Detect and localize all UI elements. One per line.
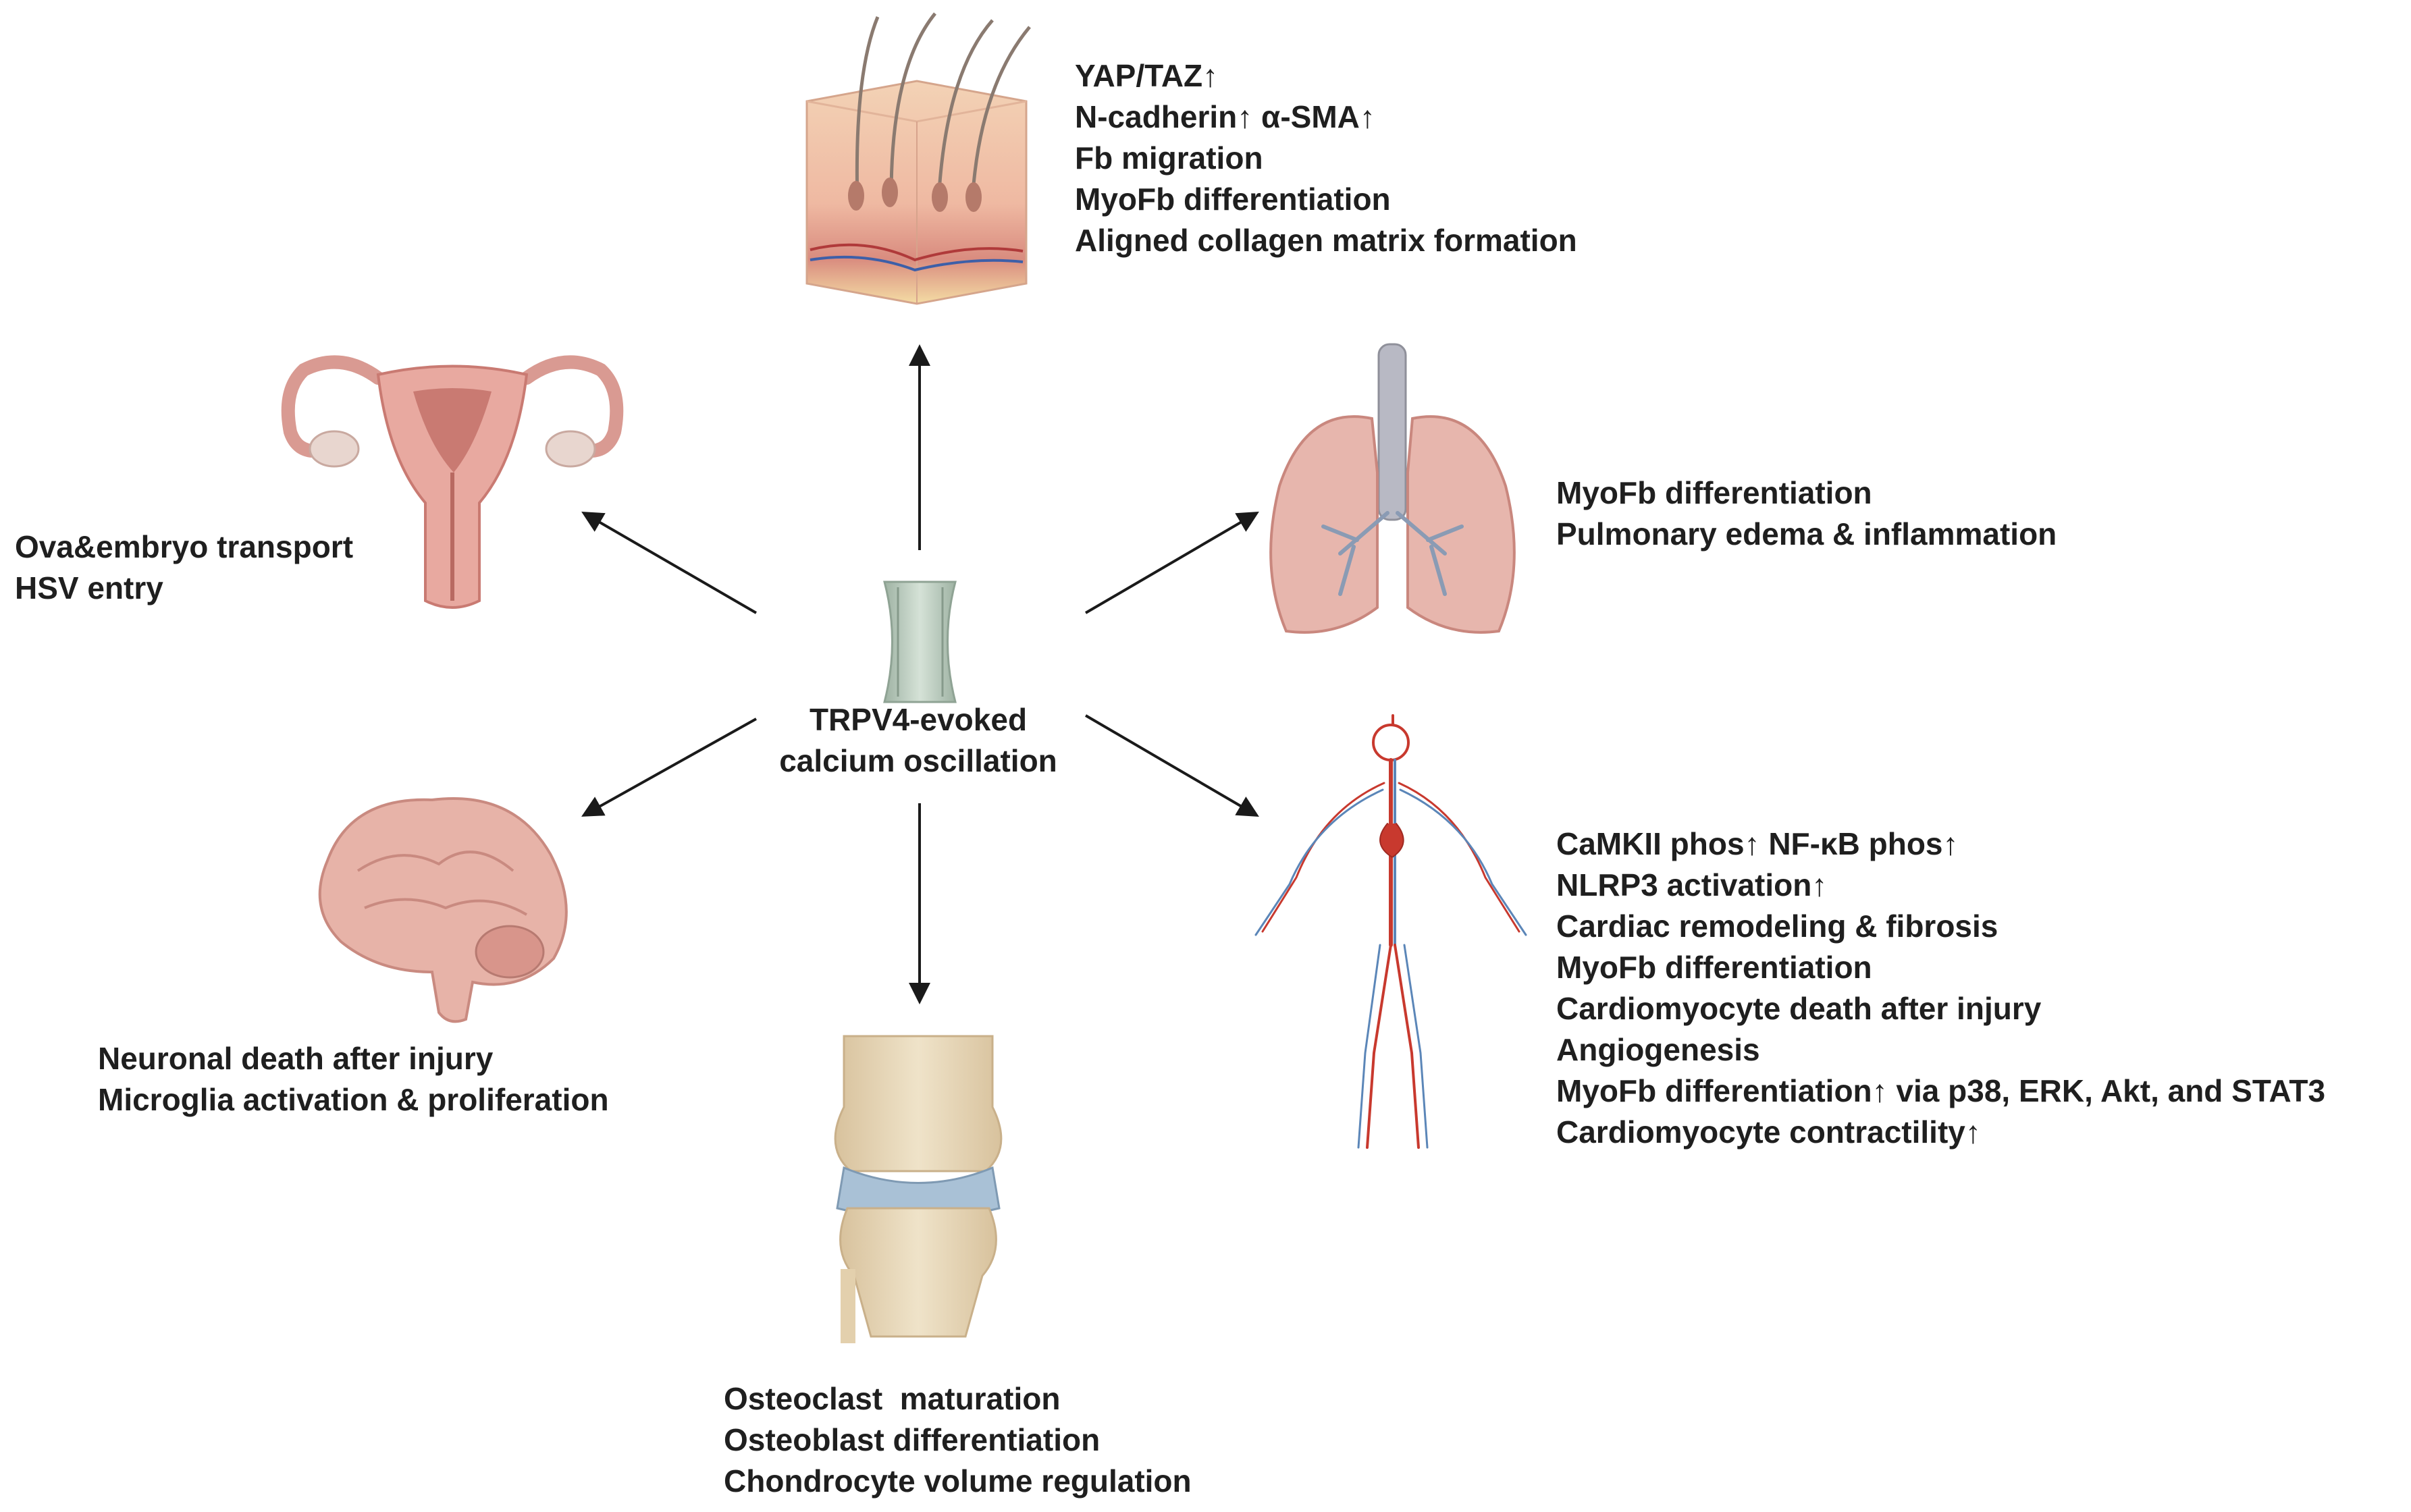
cardio-line-1: CaMKII phos↑ NF-κB phos↑ [1556, 826, 1959, 861]
bone-line-2: Osteoblast differentiation [724, 1422, 1101, 1457]
cardio-effects-list: CaMKII phos↑ NF-κB phos↑ NLRP3 activatio… [1556, 824, 2325, 1153]
cardio-line-3: Cardiac remodeling & fibrosis [1556, 909, 1998, 944]
bone-line-1: Osteoclast maturation [724, 1381, 1061, 1416]
arrow-upper-right [1084, 511, 1259, 614]
ion-channel-icon [883, 580, 957, 703]
knee-joint-icon [834, 1035, 1003, 1343]
uterus-icon [281, 355, 624, 609]
skin-effects-list: YAP/TAZ↑ N-cadherin↑ α-SMA↑ Fb migration… [1075, 55, 1577, 261]
lungs-effects-list: MyoFb differentiation Pulmonary edema & … [1556, 473, 2057, 555]
lungs-line-1: MyoFb differentiation [1556, 475, 1872, 510]
skin-line-5: Aligned collagen matrix formation [1075, 223, 1577, 258]
skin-line-3: Fb migration [1075, 140, 1263, 176]
cardio-line-4: MyoFb differentiation [1556, 950, 1872, 985]
brain-line-1: Neuronal death after injury [98, 1041, 494, 1076]
circulatory-system-icon [1254, 714, 1527, 1149]
center-label: TRPV4-evoked calcium oscillation [749, 699, 1087, 782]
bone-effects-list: Osteoclast maturation Osteoblast differe… [724, 1378, 1192, 1502]
arrow-upper-left [581, 511, 758, 614]
cardio-line-6: Angiogenesis [1556, 1032, 1760, 1067]
uterus-line-2: HSV entry [15, 570, 163, 605]
cardio-line-2: NLRP3 activation↑ [1556, 867, 1828, 902]
brain-effects-list: Neuronal death after injury Microglia ac… [98, 1038, 609, 1120]
arrow-lower-right [1084, 714, 1259, 817]
cardio-line-5: Cardiomyocyte death after injury [1556, 991, 2042, 1026]
uterus-line-1: Ova&embryo transport [15, 529, 354, 564]
bone-line-3: Chondrocyte volume regulation [724, 1463, 1192, 1498]
cardio-line-8: Cardiomyocyte contractility↑ [1556, 1114, 1981, 1150]
brain-icon [318, 796, 568, 1023]
center-label-line-1: TRPV4-evoked [809, 702, 1028, 737]
skin-layers-icon [805, 12, 1031, 305]
skin-line-4: MyoFb differentiation [1075, 182, 1391, 217]
arrows [581, 344, 1259, 1004]
arrow-lower-left [581, 718, 757, 817]
brain-line-2: Microglia activation & proliferation [98, 1082, 609, 1117]
lungs-icon [1269, 343, 1516, 634]
center-label-line-2: calcium oscillation [779, 743, 1057, 778]
lungs-line-2: Pulmonary edema & inflammation [1556, 516, 2057, 551]
skin-line-1: YAP/TAZ↑ [1075, 58, 1219, 93]
uterus-effects-list: Ova&embryo transport HSV entry [15, 526, 353, 609]
skin-line-2: N-cadherin↑ α-SMA↑ [1075, 99, 1375, 134]
cardio-line-7: MyoFb differentiation↑ via p38, ERK, Akt… [1556, 1073, 2326, 1108]
